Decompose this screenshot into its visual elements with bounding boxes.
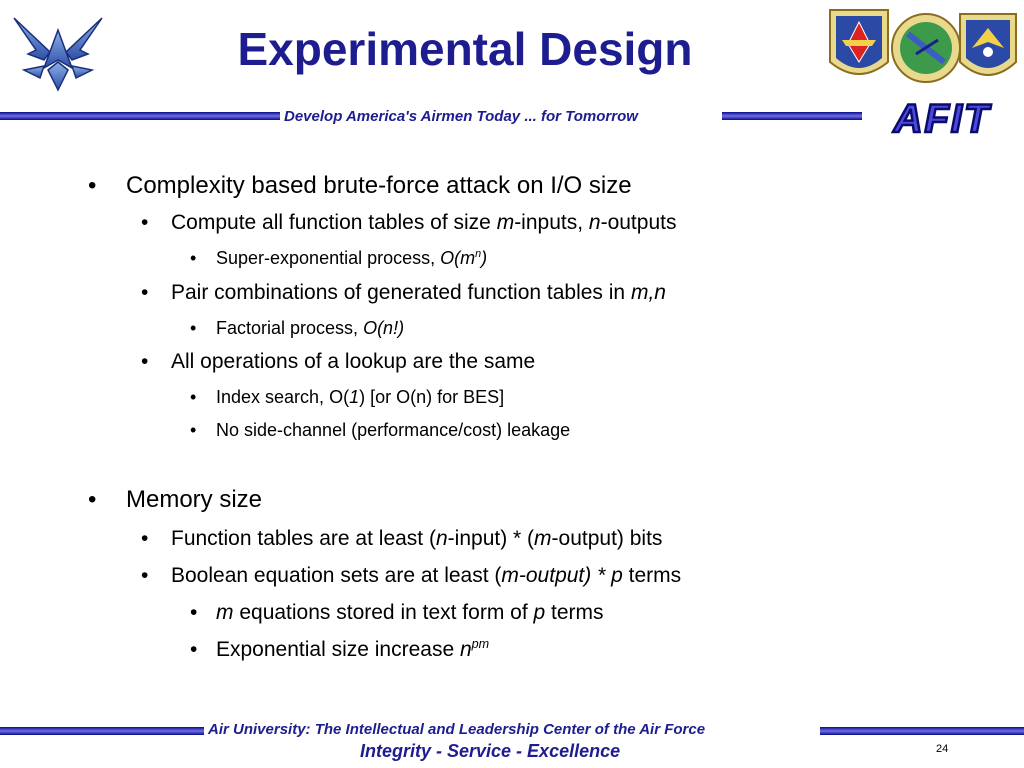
footer-tagline: Air University: The Intellectual and Lea… [208, 721, 706, 738]
air-force-symbol-logo [13, 17, 103, 92]
bullet-pair-combinations: • Pair combinations of generated functio… [141, 281, 666, 304]
afit-seal-icon [959, 13, 1017, 76]
header-divider-band [0, 108, 1024, 124]
bullet-boolean-equations: • Boolean equation sets are at least (m-… [141, 564, 682, 587]
bullet-exponential-size: • Exponential size increase npm [190, 637, 490, 661]
bullet-memory-size: • Memory size [88, 486, 263, 513]
aetc-seal-icon [829, 9, 889, 75]
slide-title: Experimental Design [237, 23, 693, 75]
footer-core-values: Integrity - Service - Excellence [360, 741, 621, 761]
bullet-index-search: • Index search, O(1) [or O(n) for BES] [190, 387, 505, 407]
afit-logo: AFIT [891, 96, 992, 142]
page-number: 24 [936, 743, 949, 755]
bullet-super-exponential: • Super-exponential process, O(mn) [190, 248, 488, 268]
command-seals-logo [829, 9, 1017, 83]
bullet-lookup-ops: • All operations of a lookup are the sam… [141, 350, 536, 373]
air-university-seal-icon [891, 13, 961, 83]
bullet-compute-tables: • Compute all function tables of size m-… [141, 211, 677, 234]
afit-logo-text: AFIT [893, 97, 992, 141]
bullet-complexity: • Complexity based brute-force attack on… [88, 172, 632, 199]
header-motto: Develop America's Airmen Today ... for T… [284, 108, 638, 125]
bullet-function-tables-bits: • Function tables are at least (n-input)… [141, 527, 663, 550]
bullet-side-channel: • No side-channel (performance/cost) lea… [190, 420, 571, 440]
footer-divider-band [0, 724, 1024, 738]
bullet-m-equations: • m equations stored in text form of p t… [190, 601, 604, 624]
bullet-factorial: • Factorial process, O(n!) [190, 318, 405, 338]
